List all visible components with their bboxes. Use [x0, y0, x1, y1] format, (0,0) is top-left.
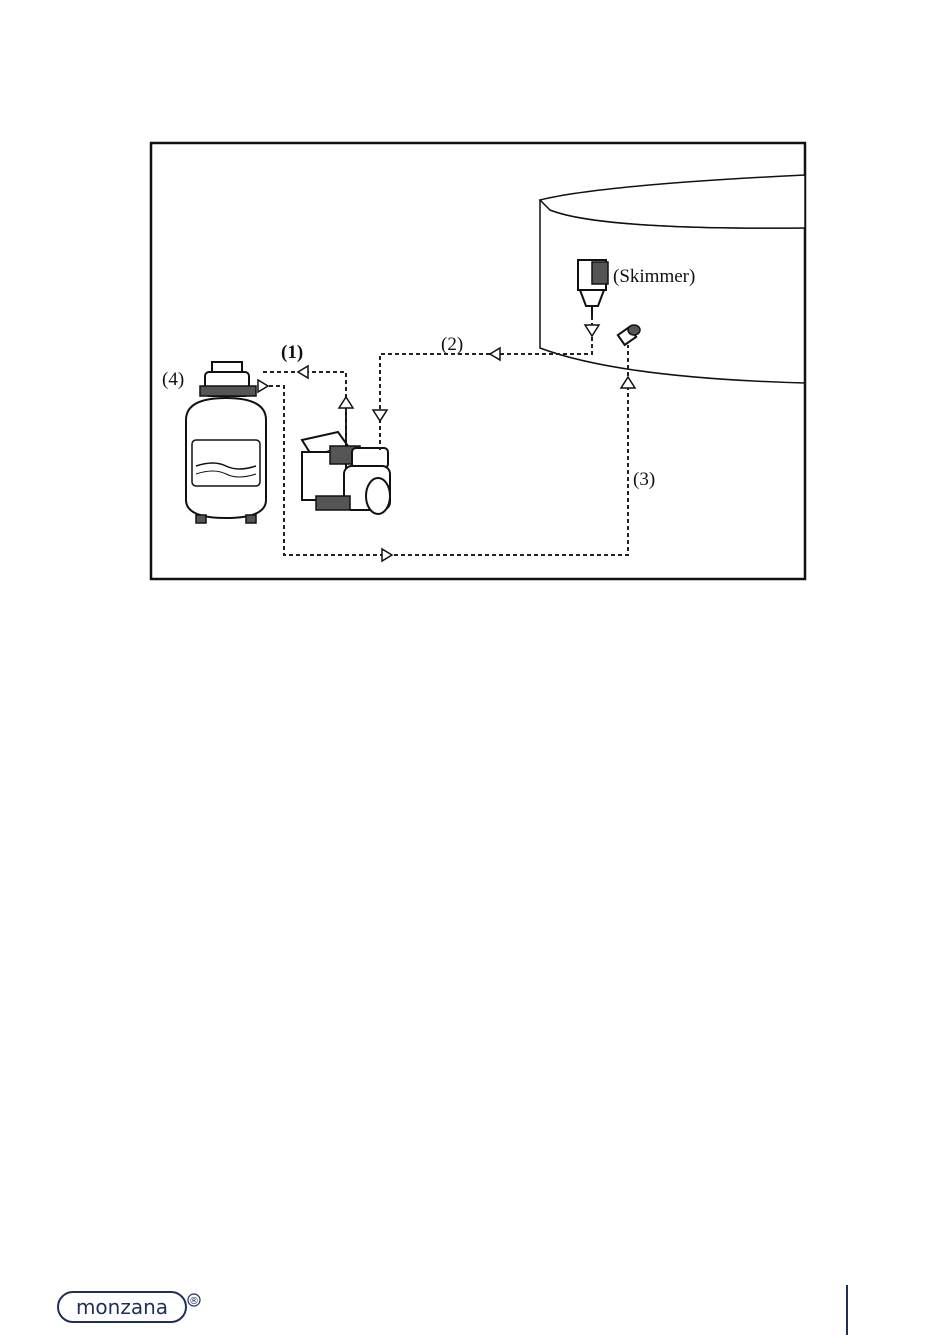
step-label-1: (1) — [281, 342, 303, 363]
brand-logo: monzana ® — [56, 1288, 201, 1328]
step-label-2: (2) — [441, 334, 463, 355]
page-number-divider — [846, 1285, 848, 1335]
skimmer-label: (Skimmer) — [613, 266, 695, 287]
step-label-3: (3) — [633, 469, 655, 490]
registered-mark: ® — [189, 1296, 199, 1307]
step-label-4: (4) — [162, 369, 184, 390]
brand-name: monzana — [76, 1295, 168, 1319]
